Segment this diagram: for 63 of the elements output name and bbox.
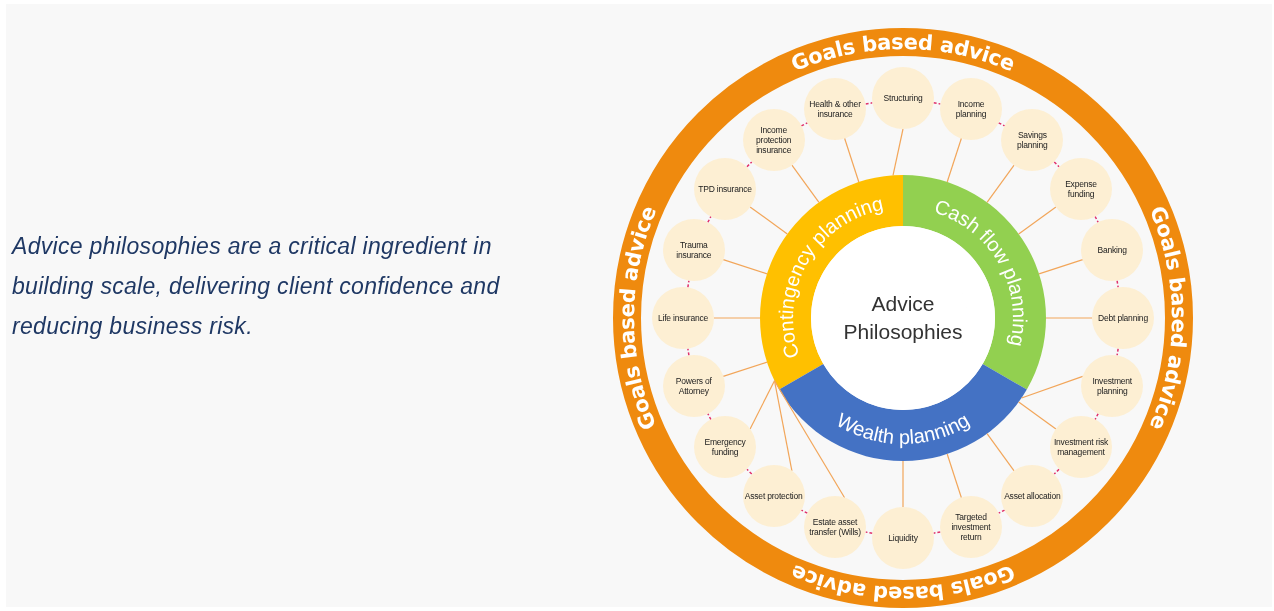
connector-line	[986, 164, 1015, 203]
topic-label: Powers of Attorney	[674, 375, 713, 396]
dashed-link	[997, 509, 1006, 514]
connector-line	[722, 361, 768, 377]
ring-segment: Wealth planning	[779, 364, 1027, 461]
topic-label: Savings planning	[1016, 130, 1049, 150]
dashed-link	[1116, 347, 1119, 357]
topic-label: Asset allocation	[1003, 490, 1062, 501]
dashed-link	[864, 531, 874, 534]
topic-label: Income planning	[954, 98, 988, 119]
connector-line	[946, 453, 962, 499]
connector-line	[844, 137, 860, 183]
connector-line	[902, 460, 904, 508]
dashed-link	[1116, 279, 1119, 289]
connector-line	[749, 380, 776, 430]
topic-label: Emergency funding	[703, 437, 747, 458]
dashed-link	[864, 102, 874, 105]
topic-label: Asset protection	[744, 490, 803, 501]
dashed-link	[932, 531, 942, 534]
connector-line	[1018, 206, 1057, 235]
connector-line	[713, 317, 761, 319]
topic-label: Investment risk management	[1052, 437, 1110, 458]
dashed-link	[687, 347, 690, 357]
dashed-link	[1094, 412, 1099, 421]
dashed-link	[800, 122, 809, 127]
dashed-link	[746, 161, 753, 168]
topic-label: Health & other insurance	[808, 98, 862, 119]
connector-line	[773, 380, 793, 472]
connector-line	[1018, 401, 1057, 430]
connector-line	[773, 380, 846, 499]
intro-paragraph: Advice philosophies are a critical ingredient in building scale, delivering client confidence and reducing business risk.	[12, 232, 501, 341]
topic-label: Income protection insurance	[755, 125, 793, 155]
connector-line	[1020, 375, 1084, 399]
topic-label: Targeted investment return	[950, 512, 992, 543]
connector-line	[791, 164, 820, 203]
dashed-link	[1094, 215, 1099, 224]
dashed-link	[707, 215, 712, 224]
connector-line	[986, 433, 1015, 472]
dashed-link	[687, 279, 690, 289]
topic-label: Life insurance	[656, 313, 710, 323]
dashed-link	[746, 468, 753, 475]
dashed-link	[997, 122, 1006, 127]
topic-label: Liquidity	[887, 533, 919, 543]
connector-line	[749, 206, 788, 235]
topic-label: Structuring	[882, 93, 924, 103]
dashed-link	[1053, 161, 1060, 168]
topic-label: Expense funding	[1064, 178, 1098, 199]
topic-label: Estate asset transfer (Wills)	[808, 517, 862, 538]
topic-label: Investment planning	[1091, 375, 1133, 396]
dashed-link	[800, 509, 809, 514]
connector-line	[1045, 317, 1093, 319]
topic-label: TPD insurance	[697, 183, 753, 194]
dashed-link	[932, 102, 942, 105]
ring-band	[613, 28, 1193, 608]
dashed-link	[707, 412, 712, 421]
topic-label: Banking	[1096, 245, 1128, 255]
connector-line	[892, 128, 904, 176]
dashed-link	[1053, 468, 1060, 475]
topic-label: Debt planning	[1097, 313, 1149, 323]
connector-line	[1038, 259, 1084, 275]
connector-line	[946, 137, 962, 183]
topic-label: Trauma insurance	[675, 240, 713, 260]
connector-line	[722, 259, 768, 275]
